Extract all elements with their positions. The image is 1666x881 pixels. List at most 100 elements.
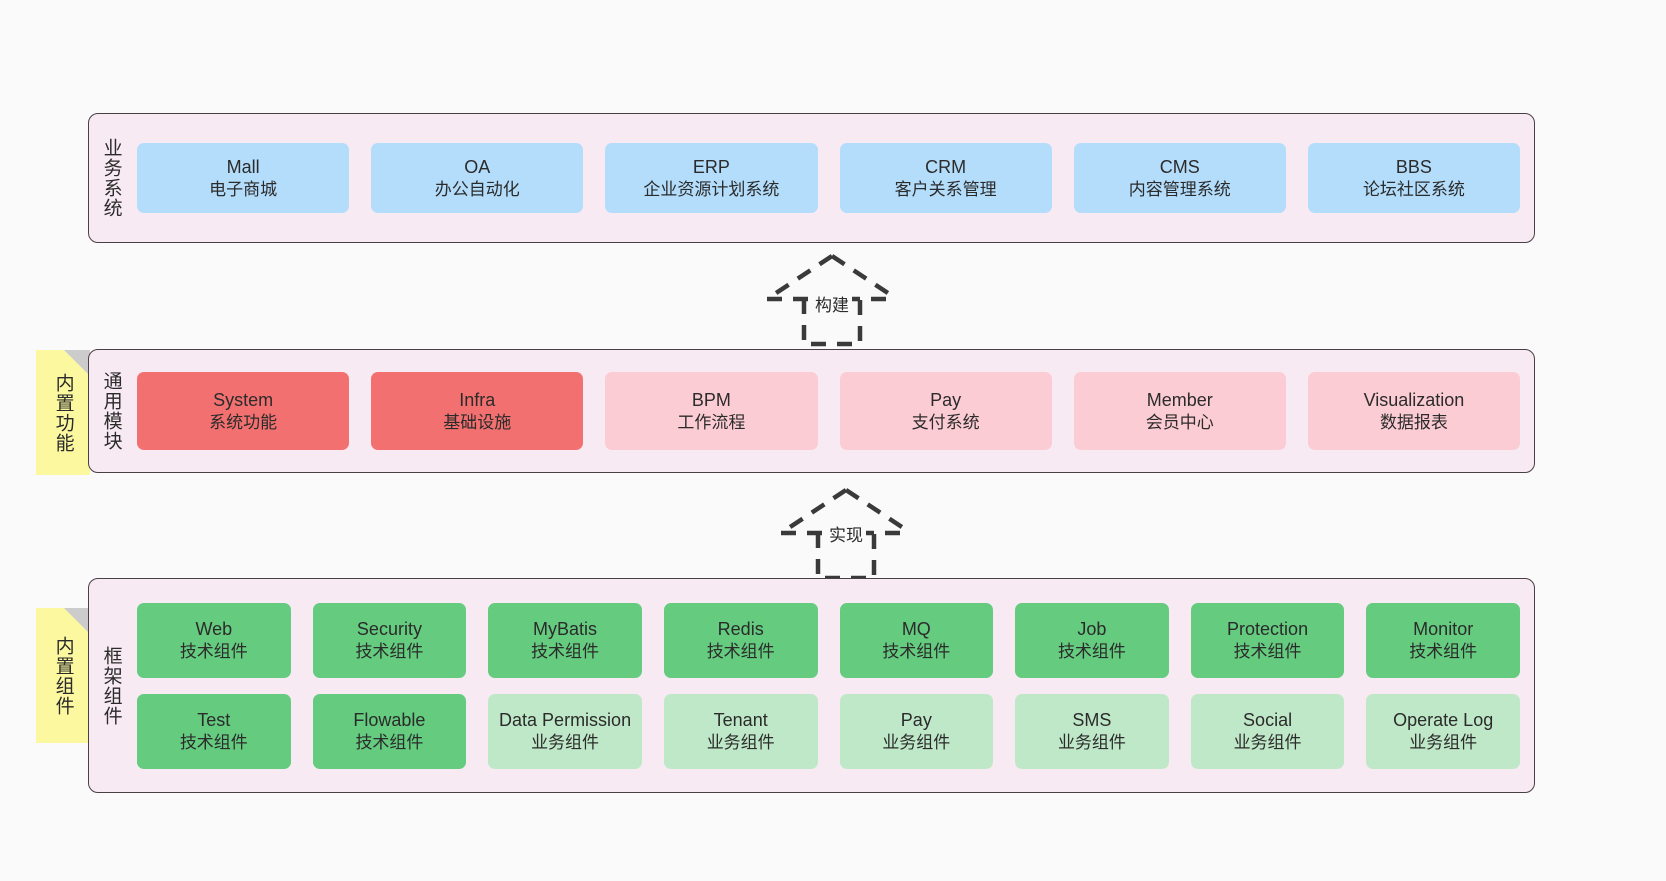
node-label-en: Flowable: [353, 710, 426, 731]
connector-label-build: 构建: [812, 291, 852, 316]
layer-body-business: Mall 电子商城 OA 办公自动化 ERP 企业资源计划系统 CRM 客户关系…: [133, 114, 1534, 242]
node-label-cn: 内容管理系统: [1128, 179, 1231, 199]
node-label-cn: 支付系统: [911, 412, 980, 432]
layer-row: System 系统功能 Infra 基础设施 BPM 工作流程 Pay 支付系统…: [137, 372, 1521, 450]
node-label-en: ERP: [692, 157, 730, 178]
node-label-en: Mall: [226, 157, 260, 178]
layer-title-common: 通用模块: [100, 371, 122, 451]
node-label-en: Visualization: [1363, 390, 1465, 411]
node-label-cn: 客户关系管理: [894, 179, 997, 199]
note-fold-corner-icon: [64, 608, 90, 634]
node-flowable[interactable]: Flowable 技术组件: [312, 693, 467, 769]
node-bpm[interactable]: BPM 工作流程: [605, 372, 818, 450]
node-erp[interactable]: ERP 企业资源计划系统: [605, 143, 818, 213]
node-label-en: BPM: [691, 390, 731, 411]
node-label-cn: 业务组件: [1233, 732, 1302, 752]
node-label-cn: 技术组件: [531, 641, 600, 661]
node-label-cn: 技术组件: [355, 732, 424, 752]
node-label-en: Operate Log: [1393, 710, 1494, 731]
node-label-cn: 办公自动化: [434, 179, 520, 199]
node-label-en: Pay: [930, 390, 962, 411]
node-crm[interactable]: CRM 客户关系管理: [839, 143, 1052, 213]
node-label-cn: 技术组件: [179, 732, 248, 752]
node-infra[interactable]: Infra 基础设施: [371, 372, 584, 450]
node-label-en: Redis: [717, 619, 764, 640]
node-member[interactable]: Member 会员中心: [1073, 372, 1286, 450]
node-bbs[interactable]: BBS 论坛社区系统: [1307, 143, 1521, 213]
layer-row: Mall 电子商城 OA 办公自动化 ERP 企业资源计划系统 CRM 客户关系…: [137, 143, 1521, 213]
layer-title-business: 业务系统: [100, 138, 122, 218]
node-system[interactable]: System 系统功能: [137, 372, 350, 450]
node-label-en: Pay: [900, 710, 932, 731]
node-label-cn: 基础设施: [443, 412, 512, 432]
node-monitor[interactable]: Monitor 技术组件: [1366, 602, 1520, 678]
node-security[interactable]: Security 技术组件: [312, 602, 467, 678]
node-label-en: Protection: [1227, 619, 1309, 640]
node-label-cn: 技术组件: [1409, 641, 1478, 661]
layer-common-modules: 通用模块 System 系统功能 Infra 基础设施 BPM 工作流程 Pay…: [88, 349, 1535, 473]
node-pay-component[interactable]: Pay 业务组件: [839, 693, 994, 769]
node-label-en: Member: [1146, 390, 1213, 411]
node-tenant[interactable]: Tenant 业务组件: [663, 693, 818, 769]
node-label-en: Security: [356, 619, 422, 640]
node-label-cn: 技术组件: [179, 641, 248, 661]
node-label-en: MQ: [901, 619, 931, 640]
node-social[interactable]: Social 业务组件: [1190, 693, 1345, 769]
node-test[interactable]: Test 技术组件: [137, 693, 291, 769]
node-label-cn: 论坛社区系统: [1362, 179, 1465, 199]
note-builtin-components: 内置组件: [36, 608, 90, 743]
node-visualization[interactable]: Visualization 数据报表: [1307, 372, 1521, 450]
node-label-cn: 业务组件: [882, 732, 951, 752]
node-label-en: Tenant: [713, 710, 768, 731]
note-label: 内置功能: [52, 372, 74, 453]
node-mybatis[interactable]: MyBatis 技术组件: [488, 602, 642, 678]
node-label-cn: 业务组件: [706, 732, 775, 752]
node-sms[interactable]: SMS 业务组件: [1015, 693, 1169, 769]
layer-row: Web 技术组件 Security 技术组件 MyBatis 技术组件 Redi…: [137, 602, 1520, 678]
node-cms[interactable]: CMS 内容管理系统: [1073, 143, 1286, 213]
node-operate-log[interactable]: Operate Log 业务组件: [1366, 693, 1520, 769]
node-label-en: MyBatis: [533, 619, 598, 640]
node-label-cn: 电子商城: [209, 179, 278, 199]
node-label-cn: 技术组件: [355, 641, 424, 661]
note-label: 内置组件: [52, 635, 74, 716]
node-job[interactable]: Job 技术组件: [1015, 602, 1169, 678]
node-label-cn: 业务组件: [531, 732, 600, 752]
node-label-cn: 业务组件: [1057, 732, 1126, 752]
node-label-en: CRM: [925, 157, 967, 178]
node-label-cn: 系统功能: [209, 412, 278, 432]
node-label-cn: 企业资源计划系统: [643, 179, 780, 199]
layer-body-common: System 系统功能 Infra 基础设施 BPM 工作流程 Pay 支付系统…: [133, 350, 1534, 472]
node-label-cn: 业务组件: [1409, 732, 1478, 752]
node-label-cn: 工作流程: [677, 412, 746, 432]
node-label-cn: 技术组件: [882, 641, 951, 661]
note-builtin-functions: 内置功能: [36, 350, 90, 475]
node-label-en: Web: [195, 619, 233, 640]
node-label-cn: 技术组件: [1057, 641, 1126, 661]
node-pay-module[interactable]: Pay 支付系统: [839, 372, 1052, 450]
layer-title-framework: 框架组件: [100, 645, 122, 726]
node-redis[interactable]: Redis 技术组件: [663, 602, 818, 678]
node-label-cn: 数据报表: [1379, 412, 1448, 432]
node-label-en: BBS: [1395, 157, 1432, 178]
node-web[interactable]: Web 技术组件: [137, 602, 291, 678]
node-data-permission[interactable]: Data Permission 业务组件: [488, 693, 642, 769]
node-label-en: Job: [1077, 619, 1107, 640]
node-mq[interactable]: MQ 技术组件: [839, 602, 994, 678]
node-label-en: Monitor: [1413, 619, 1474, 640]
node-mall[interactable]: Mall 电子商城: [137, 143, 350, 213]
node-label-en: CMS: [1159, 157, 1200, 178]
node-label-cn: 会员中心: [1145, 412, 1214, 432]
node-label-en: System: [213, 390, 274, 411]
node-label-cn: 技术组件: [1233, 641, 1302, 661]
node-protection[interactable]: Protection 技术组件: [1190, 602, 1345, 678]
node-label-en: Social: [1243, 710, 1293, 731]
node-label-cn: 技术组件: [706, 641, 775, 661]
node-label-en: OA: [464, 157, 491, 178]
node-label-en: Data Permission: [499, 710, 632, 731]
node-oa[interactable]: OA 办公自动化: [371, 143, 584, 213]
node-label-en: SMS: [1072, 710, 1112, 731]
node-label-en: Infra: [459, 390, 496, 411]
connector-label-implement: 实现: [826, 521, 866, 546]
